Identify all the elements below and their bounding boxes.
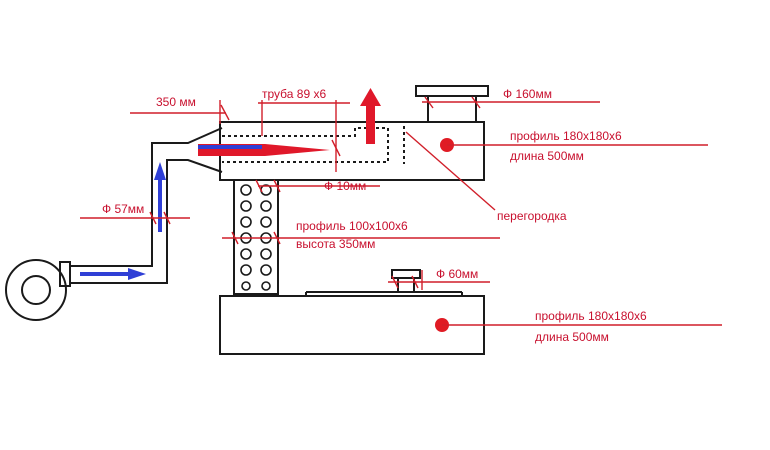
label-top-length: длина 500мм	[510, 149, 584, 163]
label-column-height: высота 350мм	[296, 237, 375, 251]
label-phi-160: Ф 160мм	[503, 87, 552, 101]
label-length-350: 350 мм	[156, 95, 196, 109]
blower-fan	[5, 259, 71, 321]
air-supply-pipe	[70, 127, 223, 284]
label-phi-60: Ф 60мм	[436, 267, 478, 281]
label-bottom-profile: профиль 180х180х6	[535, 309, 647, 323]
label-bottom-length: длина 500мм	[535, 330, 609, 344]
exhaust-flow-arrow	[360, 88, 381, 144]
label-phi-10: Ф 10мм	[324, 179, 366, 193]
label-top-profile: профиль 180х180х6	[510, 129, 622, 143]
dimension-lines	[80, 96, 722, 326]
bottom-plate	[305, 291, 463, 296]
air-flow-arrows	[80, 162, 166, 280]
label-phi-57: Ф 57мм	[102, 202, 144, 216]
label-tube: труба 89 х6	[262, 87, 326, 101]
inlet-fitting	[391, 269, 421, 292]
label-partition: перегородка	[497, 209, 567, 223]
hot-flow-arrow	[198, 144, 330, 156]
label-column-profile: профиль 100х100х6	[296, 219, 408, 233]
